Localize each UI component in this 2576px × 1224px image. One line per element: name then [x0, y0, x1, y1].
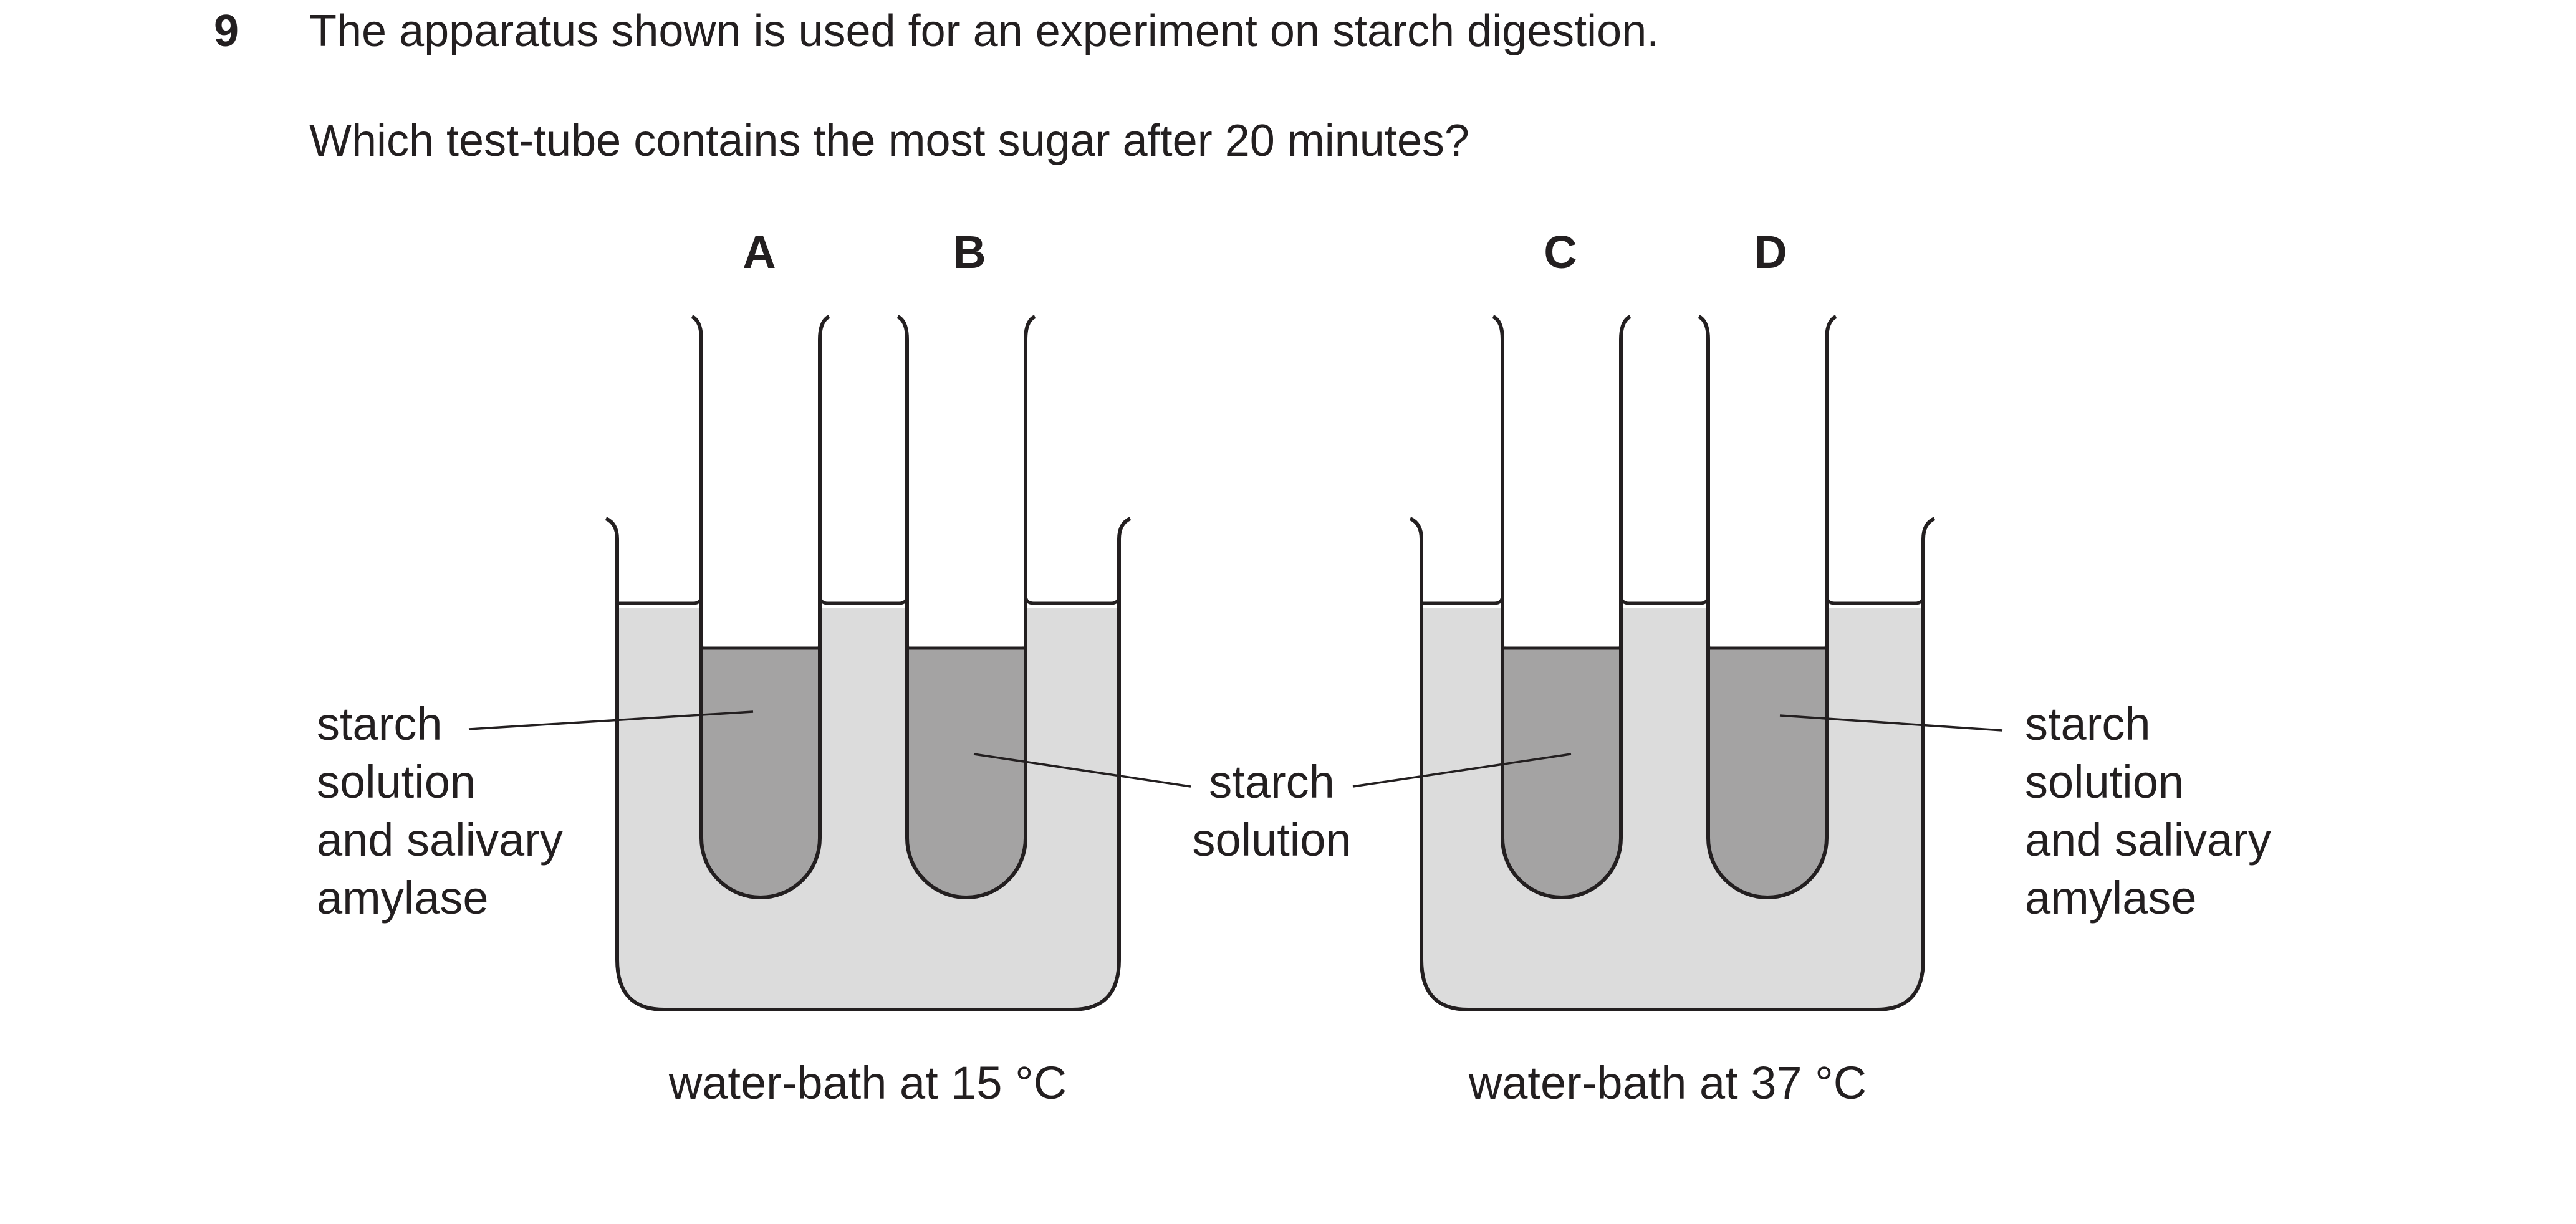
tube-label-a: A [743, 226, 776, 278]
leader-line-right [1779, 714, 2003, 732]
water-bath-37c-vessel [1409, 517, 1936, 1011]
test-tube-c [1492, 315, 1632, 899]
tube-label-b: B [953, 226, 986, 278]
leader-line-middle-c [1352, 753, 1572, 788]
label-starch-solution-middle: starch solution [1192, 756, 1351, 866]
svg-text:amylase: amylase [317, 872, 489, 924]
svg-text:solution: solution [317, 756, 476, 808]
leader-line-middle-b [973, 753, 1191, 788]
svg-text:and salivary: and salivary [2025, 814, 2271, 866]
question-prompt: Which test-tube contains the most sugar … [309, 116, 1469, 166]
svg-text:solution: solution [1192, 814, 1351, 866]
question-stem: The apparatus shown is used for an exper… [309, 6, 1660, 56]
question-number: 9 [214, 6, 239, 56]
water-bath-15c [605, 315, 1132, 1011]
label-starch-and-amylase-left: starch solution and salivary amylase [317, 698, 563, 924]
test-tube-b [896, 315, 1036, 899]
test-tube-d [1698, 315, 1837, 899]
caption-water-bath-37c: water-bath at 37 °C [1468, 1057, 1867, 1109]
caption-water-bath-15c: water-bath at 15 °C [668, 1057, 1067, 1109]
svg-text:and salivary: and salivary [317, 814, 563, 866]
tube-label-d: D [1754, 226, 1787, 278]
water-bath-37c-surface [1421, 595, 1925, 605]
svg-text:amylase: amylase [2025, 872, 2197, 924]
water-bath-15c-water [617, 608, 1119, 1010]
label-starch-and-amylase-right: starch solution and salivary amylase [2025, 698, 2271, 924]
leader-line-left [468, 710, 754, 730]
water-bath-15c-vessel [605, 517, 1132, 1011]
water-bath-37c-water [1421, 608, 1923, 1010]
water-bath-37c [1409, 315, 1936, 1011]
tube-label-c: C [1544, 226, 1577, 278]
test-tube-a [691, 315, 830, 899]
svg-text:starch: starch [317, 698, 443, 750]
water-bath-15c-surface [617, 595, 1121, 605]
svg-text:starch: starch [2025, 698, 2151, 750]
svg-text:solution: solution [2025, 756, 2184, 808]
svg-text:starch: starch [1209, 756, 1335, 808]
